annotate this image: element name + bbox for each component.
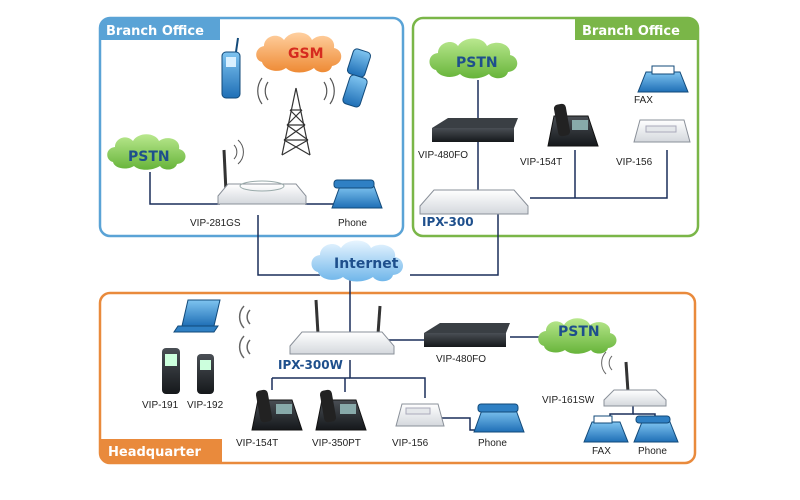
- fax-right-label: FAX: [634, 95, 653, 106]
- pstn-cloud-hq: PSTN: [538, 318, 617, 354]
- vip-281gs-label: VIP-281GS: [190, 218, 241, 229]
- mobile-phone-icon: [221, 37, 241, 99]
- ipx-300w-pbx: [289, 299, 395, 355]
- zone-title-branch-right: Branch Office: [582, 24, 680, 39]
- vip-154t-phone-hq: [251, 389, 303, 431]
- branch-office-left-zone: Branch Office: [98, 16, 405, 238]
- vip-156-right-label: VIP-156: [616, 157, 653, 168]
- flip-phone-icon: [342, 48, 372, 108]
- vip-192-label: VIP-192: [187, 400, 224, 411]
- branch-office-right-zone: Branch Office: [411, 16, 700, 238]
- vip-350pt-phone: [315, 389, 367, 431]
- fax-icon-hq: [583, 415, 629, 443]
- desk-phone-icon: [331, 179, 383, 209]
- vip-156-gateway-right: [633, 119, 691, 143]
- cell-tower-icon: [257, 77, 335, 156]
- gsm-cloud: GSM: [256, 32, 342, 73]
- vip-350pt-label: VIP-350PT: [312, 438, 361, 449]
- pstn-cloud-left: PSTN: [107, 134, 186, 170]
- pstn-hq-label: PSTN: [558, 324, 600, 340]
- vip-480fo-right-label: VIP-480FO: [418, 150, 468, 161]
- zone-title-branch-left: Branch Office: [106, 24, 204, 39]
- internet-label: Internet: [334, 256, 399, 272]
- wifi-waves-icon: [238, 305, 251, 359]
- vip-156-gateway-hq: [395, 403, 445, 427]
- headquarter-zone: Headquarter: [98, 291, 697, 465]
- zone-title-headquarter: Headquarter: [108, 445, 202, 460]
- phone-hq-label: Phone: [478, 438, 507, 449]
- vip-154t-right-label: VIP-154T: [520, 157, 562, 168]
- gsm-label: GSM: [288, 46, 324, 62]
- ipx-300-pbx: [419, 189, 529, 215]
- pstn-left-label: PSTN: [128, 149, 170, 165]
- vip-281gs-gateway: [217, 139, 307, 205]
- vip-480fo-gateway-right: [432, 118, 518, 142]
- phone-left-label: Phone: [338, 218, 367, 229]
- vip-480fo-hq-label: VIP-480FO: [436, 354, 486, 365]
- laptop-icon: [173, 299, 221, 333]
- ipx-300-label: IPX-300: [422, 215, 474, 229]
- vip-156-hq-label: VIP-156: [392, 438, 429, 449]
- desk-phone-icon-hq: [473, 403, 525, 433]
- phone-hq2-label: Phone: [638, 446, 667, 457]
- vip-161sw-label: VIP-161SW: [542, 395, 595, 406]
- desk-phone-icon-hq2: [633, 415, 679, 443]
- vip-192-phone: [197, 354, 214, 394]
- fax-icon: [637, 65, 689, 93]
- internet-cloud: Internet: [311, 240, 404, 282]
- vip-191-label: VIP-191: [142, 400, 179, 411]
- fax-hq-label: FAX: [592, 446, 611, 457]
- vip-161sw-gateway: [601, 351, 667, 407]
- ipx-300w-label: IPX-300W: [278, 358, 343, 372]
- wires: [149, 80, 668, 431]
- vip-154t-hq-label: VIP-154T: [236, 438, 278, 449]
- vip-480fo-gateway-hq: [424, 323, 510, 347]
- ip-phone-icon-right: [547, 103, 599, 147]
- pstn-right-label: PSTN: [456, 55, 498, 71]
- vip-191-phone: [162, 348, 180, 394]
- pstn-cloud-right: PSTN: [429, 38, 518, 79]
